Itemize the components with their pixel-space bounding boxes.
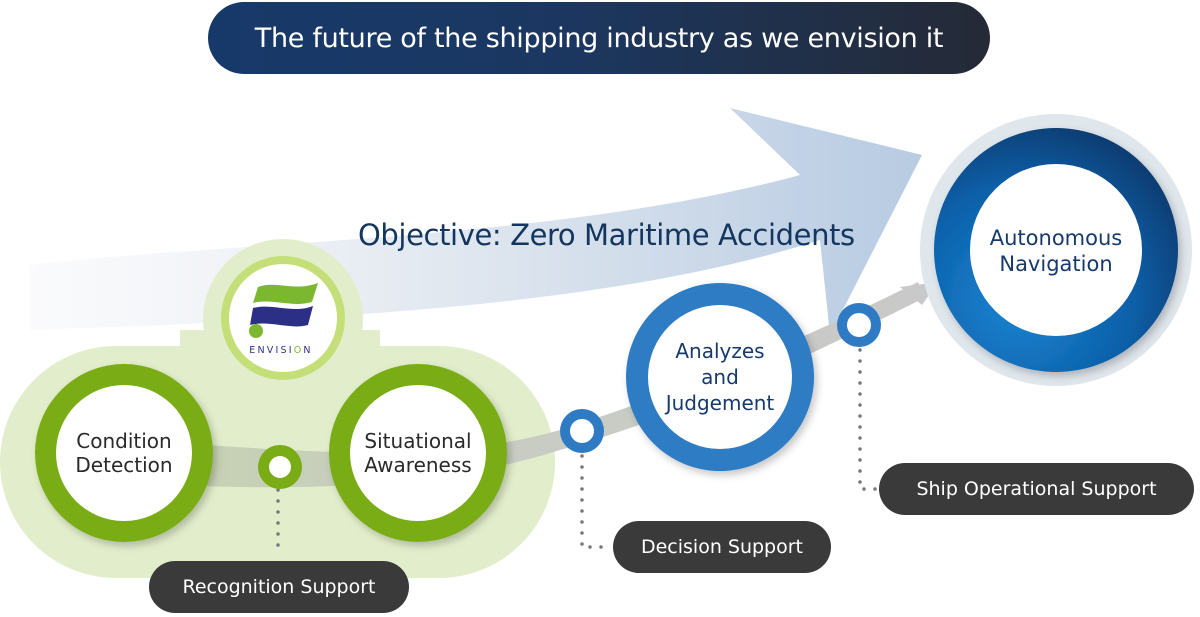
situational-awareness-line1: Situational [364, 428, 472, 453]
stage-condition-detection [35, 364, 213, 542]
decision-support-label: Decision Support [640, 536, 804, 558]
analyzes-line1: Analyzes [675, 339, 765, 363]
stage-autonomous-navigation [920, 114, 1192, 386]
recognition-support-label: Recognition Support [182, 576, 376, 598]
logo-dot [249, 324, 263, 338]
ship-operational-support-label: Ship Operational Support [916, 478, 1157, 500]
connector-decision [580, 454, 614, 549]
ship-operational-support-pill: Ship Operational Support [879, 463, 1194, 515]
autonomous-navigation-line2: Navigation [999, 252, 1113, 276]
page-title: The future of the shipping industry as w… [208, 2, 990, 74]
logo-flag-green [253, 283, 318, 304]
logo-word-o: O [293, 345, 304, 356]
analyzes-line2: and [701, 365, 739, 389]
milestone-ship-operational [837, 303, 881, 347]
autonomous-navigation-line1: Autonomous [989, 226, 1123, 251]
milestone-decision [560, 409, 604, 453]
envision-logo [221, 256, 345, 380]
connector-ship-operational [858, 348, 880, 491]
stage-situational-awareness [329, 364, 507, 542]
label-situational-awareness: Situational Awareness [350, 420, 486, 486]
logo-word-prefix: ENVISI [249, 345, 294, 356]
label-analyzes-and-judgement: Analyzes and Judgement [650, 332, 790, 422]
condition-detection-line2: Detection [75, 453, 173, 477]
condition-detection-line1: Condition [76, 428, 172, 453]
stage-analyzes-and-judgement [626, 283, 814, 471]
analyzes-line3: Judgement [665, 391, 775, 415]
decision-support-pill: Decision Support [613, 521, 831, 573]
label-condition-detection: Condition Detection [56, 420, 192, 486]
logo-wordmark: ENVISION [240, 345, 322, 356]
label-autonomous-navigation: Autonomous Navigation [972, 220, 1140, 284]
situational-awareness-line2: Awareness [364, 453, 472, 477]
milestone-recognition [258, 445, 302, 489]
objective-label: Objective: Zero Maritime Accidents [358, 218, 855, 252]
logo-word-suffix: N [303, 345, 313, 356]
recognition-support-pill: Recognition Support [149, 561, 409, 613]
page-title-text: The future of the shipping industry as w… [254, 22, 944, 54]
logo-flag-blue [250, 306, 313, 327]
